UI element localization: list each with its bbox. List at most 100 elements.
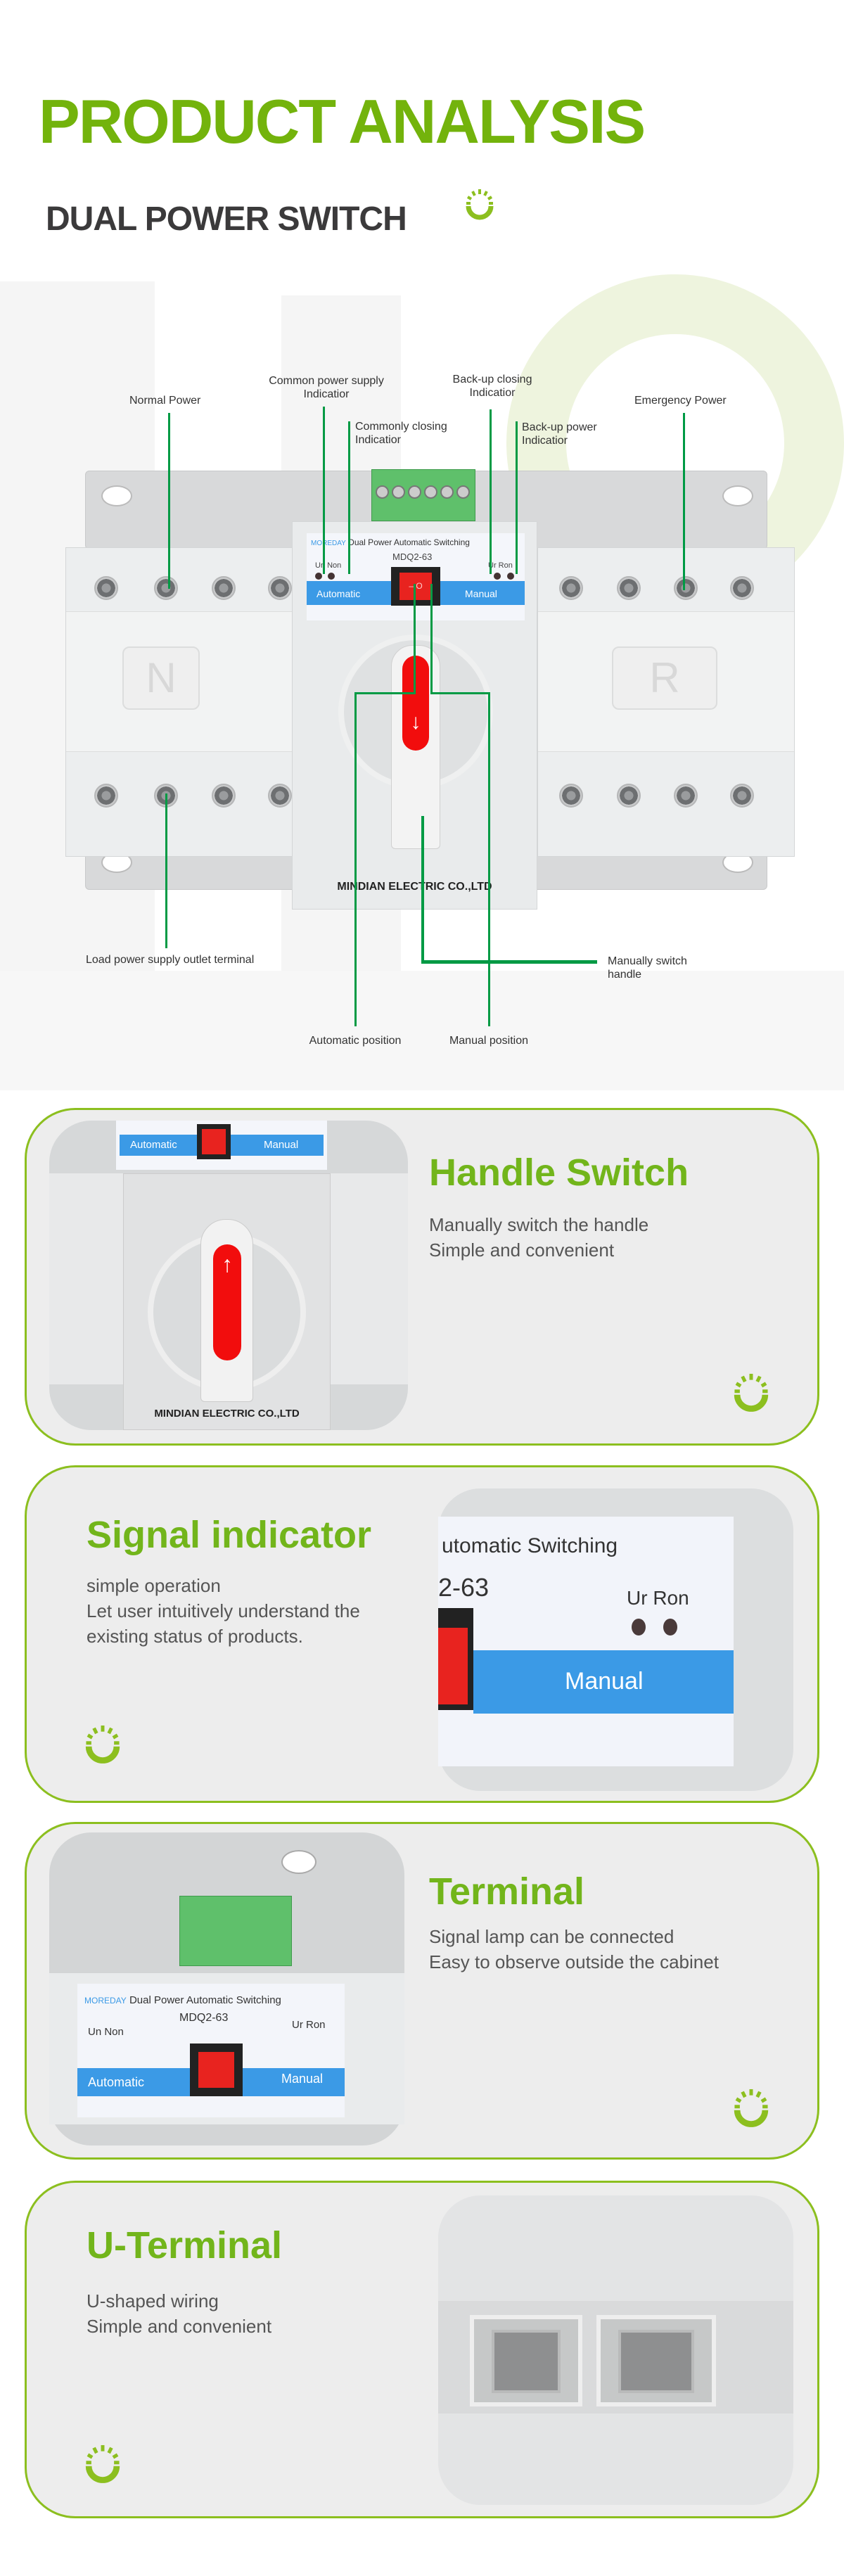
right-leds-label: Ur Ron: [488, 561, 513, 570]
switch-center-module: MOREDAY Dual Power Automatic Switching M…: [292, 521, 537, 910]
brand-label: MOREDAY: [311, 540, 346, 547]
label-line: Indicatior: [522, 435, 568, 447]
label-line: Indicatior: [355, 434, 401, 446]
brand-ring-icon: [734, 1373, 769, 1412]
label-manual-handle: Manually switch handle: [608, 955, 687, 981]
model-fragment: 2-63: [438, 1573, 490, 1602]
watermark-shape: [0, 971, 844, 1090]
brand-ring-icon: [85, 2444, 120, 2483]
brand-ring-icon: [85, 1725, 120, 1764]
label-line: Manually switch: [608, 955, 687, 967]
line-backup-power: [516, 421, 518, 574]
label-normal-power: Normal Power: [129, 395, 201, 407]
label-line: Indicatior: [469, 387, 516, 399]
model-label: MDQ2-63: [392, 551, 433, 562]
line-common-supply: [323, 407, 325, 574]
normal-power-module: N: [65, 547, 295, 857]
right-leds-label: Ur Ron: [627, 1587, 689, 1609]
left-leds-label: Un Non: [315, 561, 342, 570]
label-load-terminal: Load power supply outlet terminal: [86, 954, 255, 966]
manual-label: Manual: [565, 1668, 644, 1695]
automatic-label: Automatic: [130, 1139, 177, 1151]
brand-ring-icon: [466, 189, 494, 220]
switch-handle[interactable]: ↓: [391, 645, 440, 849]
card-title: Terminal: [429, 1870, 585, 1913]
label-line: handle: [608, 969, 642, 981]
card-title: Signal indicator: [87, 1514, 372, 1556]
manual-label: Manual: [465, 588, 497, 599]
card-title: Handle Switch: [429, 1152, 689, 1194]
u-terminal-photo: [438, 2195, 793, 2505]
feature-card-terminal: MOREDAY Dual Power Automatic Switching M…: [25, 1822, 819, 2160]
line-manual: [430, 692, 490, 694]
rocker-label: – O: [399, 573, 432, 600]
line-handle: [421, 960, 597, 964]
line-automatic: [354, 692, 357, 1026]
feature-card-signal-indicator: utomatic Switching 2-63 Ur Ron Manual Si…: [25, 1465, 819, 1803]
text-line: Signal lamp can be connected: [429, 1926, 674, 1947]
product-name: Dual Power Automatic Switching: [129, 1994, 281, 2006]
terminal-photo: MOREDAY Dual Power Automatic Switching M…: [49, 1832, 404, 2145]
line-manual: [488, 692, 490, 1026]
line-automatic: [414, 584, 416, 693]
line-load-terminal: [165, 793, 167, 948]
card-title: U-Terminal: [87, 2224, 283, 2266]
right-leds-label: Ur Ron: [292, 2019, 326, 2031]
line-backup-closing: [490, 409, 492, 574]
manual-label: Manual: [281, 2072, 324, 2086]
product-name-fragment: utomatic Switching: [442, 1534, 618, 1557]
line-emergency-power: [683, 413, 685, 590]
label-line: Commonly closing: [355, 421, 447, 433]
product-name: Dual Power Automatic Switching: [348, 537, 470, 547]
page-title: PRODUCT ANALYSIS: [39, 87, 646, 156]
signal-terminal-block: [371, 469, 475, 521]
line-handle: [421, 816, 424, 963]
text-line: Manually switch the handle: [429, 1214, 649, 1235]
automatic-label: Automatic: [88, 2075, 145, 2089]
mode-rocker-switch[interactable]: – O: [391, 567, 440, 606]
line-normal-power: [168, 413, 170, 589]
maker-label: MINDIAN ELECTRIC CO.,LTD: [154, 1408, 300, 1420]
brand-ring-icon: [734, 2089, 769, 2127]
label-line: Back-up closing: [452, 374, 532, 385]
label-panel: MOREDAY Dual Power Automatic Switching M…: [307, 533, 525, 620]
arrow-down-icon: ↓: [402, 656, 429, 751]
label-automatic-position: Automatic position: [309, 1035, 402, 1047]
maker-label: MINDIAN ELECTRIC CO.,LTD: [337, 881, 492, 893]
page-subtitle: DUAL POWER SWITCH: [46, 200, 407, 238]
left-leds-label: Un Non: [88, 2026, 124, 2038]
brand-label: MOREDAY: [84, 1996, 127, 2006]
line-automatic: [354, 692, 416, 694]
label-manual-position: Manual position: [449, 1035, 529, 1047]
label-line: Back-up power: [522, 421, 597, 433]
feature-card-handle-switch: Automatic Manual ↑ MINDIAN ELECTRIC CO.,…: [25, 1108, 819, 1446]
label-emergency-power: Emergency Power: [634, 395, 727, 407]
line-manual: [430, 584, 433, 693]
model-label: MDQ2-63: [179, 2012, 229, 2024]
label-line: Common power supply: [269, 375, 384, 387]
automatic-label: Automatic: [316, 588, 361, 599]
normal-cover-label: N: [122, 646, 200, 710]
handle-switch-photo: Automatic Manual ↑ MINDIAN ELECTRIC CO.,…: [49, 1121, 408, 1430]
text-line: existing status of products.: [87, 1626, 303, 1647]
signal-indicator-photo: utomatic Switching 2-63 Ur Ron Manual: [438, 1488, 793, 1791]
text-line: simple operation: [87, 1575, 221, 1596]
line-commonly-closing: [348, 421, 350, 574]
text-line: Simple and convenient: [87, 2316, 272, 2337]
emergency-power-module: R: [537, 547, 795, 857]
text-line: Simple and convenient: [429, 1239, 615, 1261]
text-line: Easy to observe outside the cabinet: [429, 1951, 719, 1972]
emergency-cover-label: R: [612, 646, 717, 710]
manual-label: Manual: [264, 1139, 299, 1151]
text-line: U-shaped wiring: [87, 2290, 219, 2312]
text-line: Let user intuitively understand the: [87, 1600, 360, 1621]
